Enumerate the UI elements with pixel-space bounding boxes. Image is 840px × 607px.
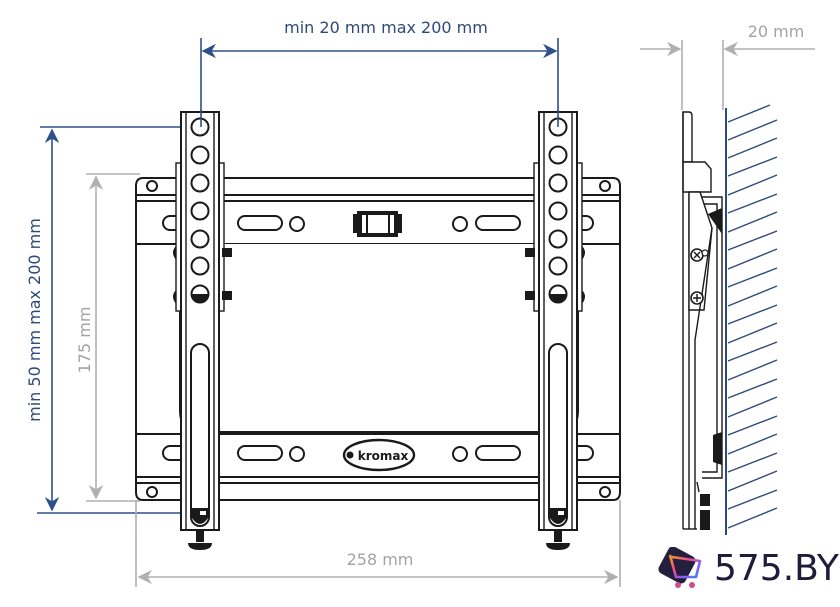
vertical-vesa-label: min 50 mm max 200 mm xyxy=(25,218,44,422)
plate-width-dimension: 258 mm xyxy=(135,500,621,587)
brand-logo-text: kromax xyxy=(358,449,409,463)
wall-distance-label: 20 mm xyxy=(748,22,805,41)
horizontal-vesa-dimension: min 20 mm max 200 mm xyxy=(200,18,559,123)
wall-hatch xyxy=(725,104,778,535)
level-buckle xyxy=(353,211,402,237)
horizontal-vesa-label: min 20 mm max 200 mm xyxy=(284,18,488,37)
watermark-text: 575.BY xyxy=(714,548,839,589)
shopping-cart-tv-icon xyxy=(658,547,702,588)
left-arm xyxy=(173,111,232,550)
wall-distance-dimension: 20 mm xyxy=(640,22,815,110)
plate-height-dimension: 175 mm xyxy=(75,173,140,502)
brand-logo: kromax xyxy=(342,438,416,472)
vertical-vesa-dimension: min 50 mm max 200 mm xyxy=(25,126,200,514)
right-arm xyxy=(525,111,585,550)
watermark: 575.BY xyxy=(656,544,839,594)
plate-height-label: 175 mm xyxy=(75,307,94,374)
side-view-mount xyxy=(682,111,723,530)
plate-width-label: 258 mm xyxy=(347,550,414,569)
